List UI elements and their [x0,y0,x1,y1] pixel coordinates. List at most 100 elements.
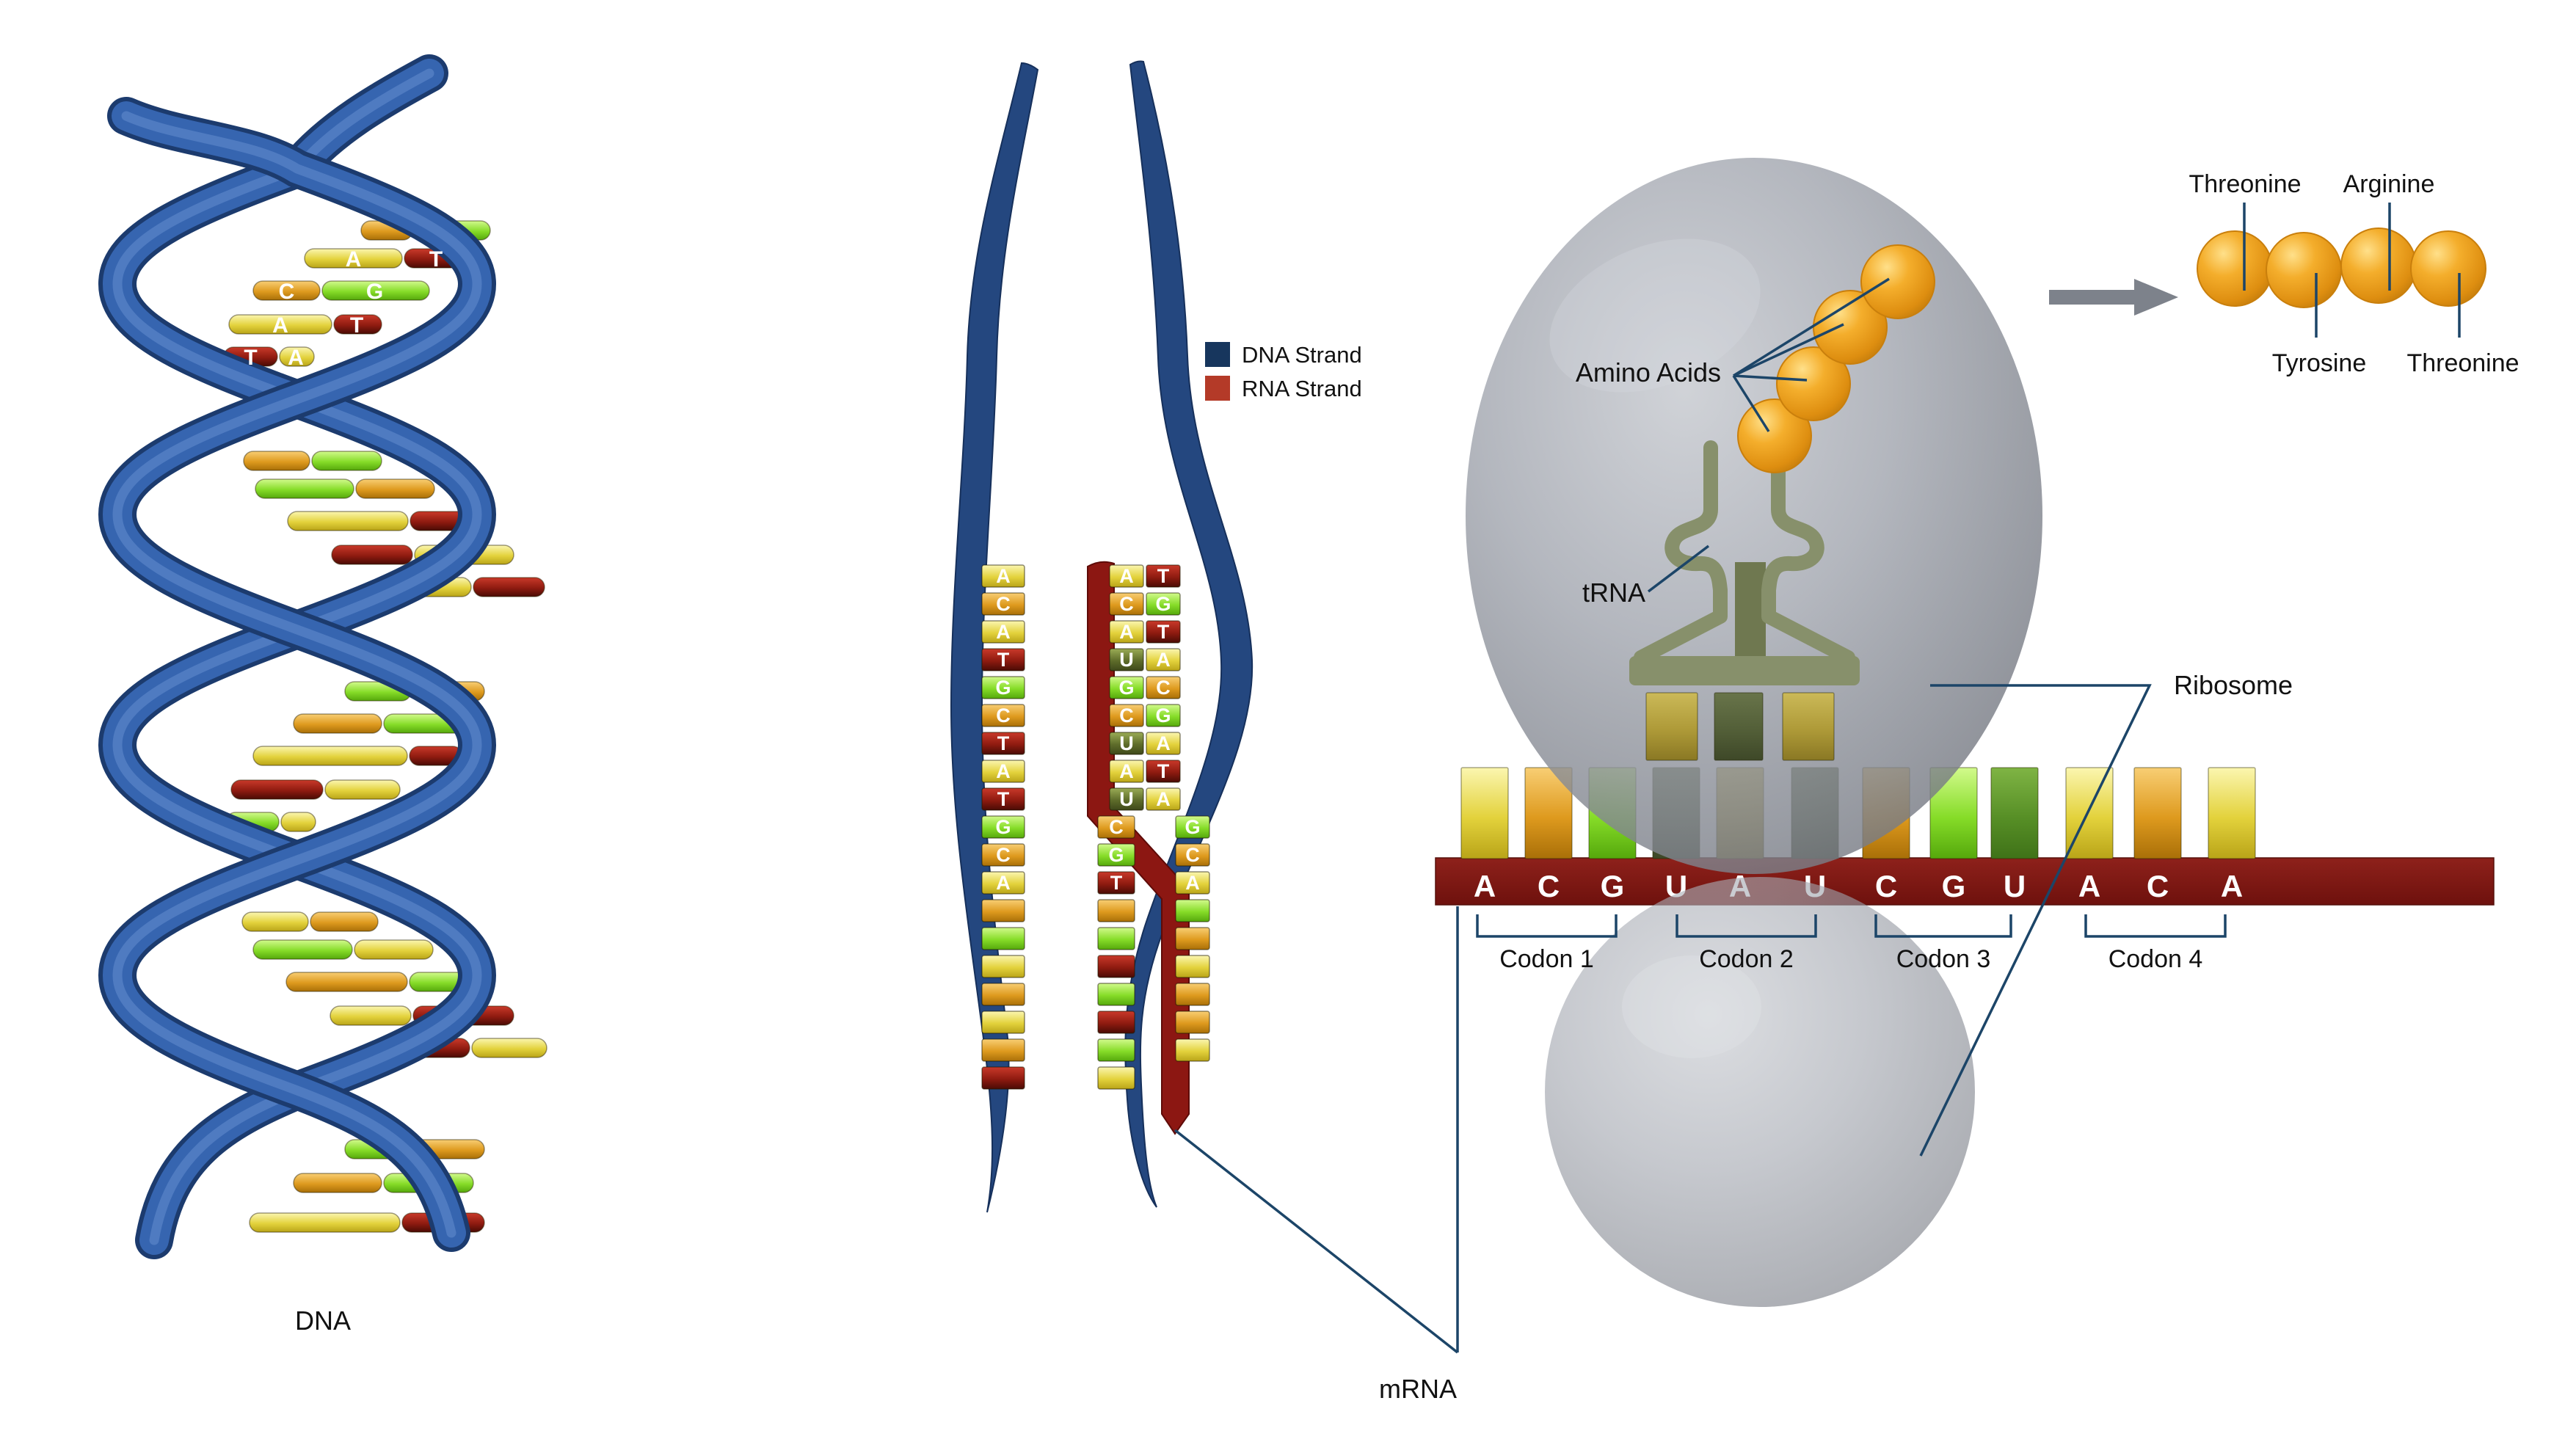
template-strand-base [1146,564,1181,588]
codon-bracket [2084,914,2227,938]
dna-label: DNA [295,1306,351,1336]
rna-base [1109,648,1144,671]
mrna-leader-diagonal [1174,1129,1459,1354]
dna-helix-strands [98,54,497,1259]
amino-acid-sphere [2410,230,2486,307]
ribosome-highlight [1549,238,1761,393]
coding-strand-base [981,983,1025,1006]
bubble-base-letter: G [995,816,1011,838]
bubble-base-letter: A [1119,565,1134,587]
helix-rung-segment [230,779,324,800]
rna-base [1109,592,1144,616]
mrna-letter: G [1601,869,1625,903]
coding-strand-base [981,648,1025,671]
amino-leader-4 [1733,277,1890,377]
bubble-base-letter: G [1108,844,1124,866]
template-strand-base [1097,927,1135,950]
template-strand-base [1097,1066,1135,1090]
rna-base [1109,564,1144,588]
template-strand-base [1146,620,1181,644]
bubble-base-letter: G [1155,593,1171,615]
rna-base [1175,843,1210,867]
bubble-base-letter: G [1155,704,1171,727]
mrna-base-bar [1460,767,1509,859]
bubble-base-letter: T [1157,760,1170,782]
bubble-base-letter: T [997,732,1010,754]
amino-acids-label: Amino Acids [1576,357,1721,387]
codon-label: Codon 2 [1699,945,1794,973]
coding-strand-base [981,1011,1025,1034]
helix-rung-segment [310,911,379,932]
codon-label: Codon 3 [1896,945,1991,973]
helix-rung-segment [304,248,403,269]
bubble-base-letter: T [1157,565,1170,587]
trna-base [1629,656,1860,685]
rna-base [1175,899,1210,922]
mrna-letter: C [1538,869,1560,903]
helix-rung-segment [331,545,413,565]
bubble-base-letter: T [997,788,1010,810]
coding-strand-base [981,1038,1025,1062]
bubble-base-letter: C [1119,704,1134,727]
trna-leader [1647,545,1710,593]
helix-base-letter: C [279,280,295,304]
legend-rna-label: RNA Strand [1242,376,1362,401]
amino-acid-spheres [1737,227,2486,473]
amino-acid-sphere [2340,227,2417,304]
ribosome-label: Ribosome [2174,670,2293,700]
amino-leader-2 [1733,374,1808,382]
amino-acid-sphere [2266,232,2342,308]
dna-helix-strand-2 [98,97,497,1252]
helix-base-letter: T [350,313,363,338]
coding-strand-base [981,871,1025,895]
amino-acid-sphere [1737,398,1812,473]
helix-rung-segment [228,314,332,335]
amino-acid-sphere [1776,346,1851,421]
rna-base [1175,815,1210,839]
legend-dna-label: DNA Strand [1242,342,1362,368]
rna-base [1109,787,1144,811]
mrna-base-bar [2208,767,2256,859]
amino-acid-name: Threonine [2188,170,2301,198]
anticodon-base-bar [1714,692,1764,761]
trna-label: tRNA [1582,578,1645,608]
template-strand-base [1097,815,1135,839]
helix-base-letter: A [346,247,362,272]
mrna-letter: A [1474,869,1496,903]
bubble-base-letter: A [1156,732,1171,754]
bubble-base-letter: A [1119,621,1134,643]
coding-strand-base [981,787,1025,811]
template-strand-base [1146,676,1181,699]
rna-base [1175,1011,1210,1034]
rna-base [1175,983,1210,1006]
bubble-base-letter: A [1119,760,1134,782]
helix-rung-segment [293,713,382,734]
legend: DNA Strand RNA Strand [1205,342,1362,401]
helix-rung-segment [255,478,354,499]
template-strand-base [1097,843,1135,867]
template-strand-base [1146,760,1181,783]
helix-rung-segment [285,972,408,992]
anticodon-base-bar [1645,692,1698,761]
helix-rung-segment [280,812,316,832]
amino-acid-name: Tyrosine [2272,349,2367,377]
helix-base-letter: T [429,247,443,272]
bubble-base-letter: C [1185,844,1200,866]
helix-rung-segment [287,511,409,531]
amino-leader-3 [1733,323,1844,377]
diagram-labels: Amino Acids tRNA Ribosome mRNA [1379,357,2293,1404]
coding-strand-base [981,1066,1025,1090]
ribosome-leader [1919,684,2152,1157]
bubble-base-letter: A [996,760,1011,782]
template-strand-base [1146,704,1181,727]
mrna-letter: A [2078,869,2100,903]
trna-molecule [1629,440,1860,685]
helix-rung-segment [354,939,434,960]
template-strand-base [1097,983,1135,1006]
